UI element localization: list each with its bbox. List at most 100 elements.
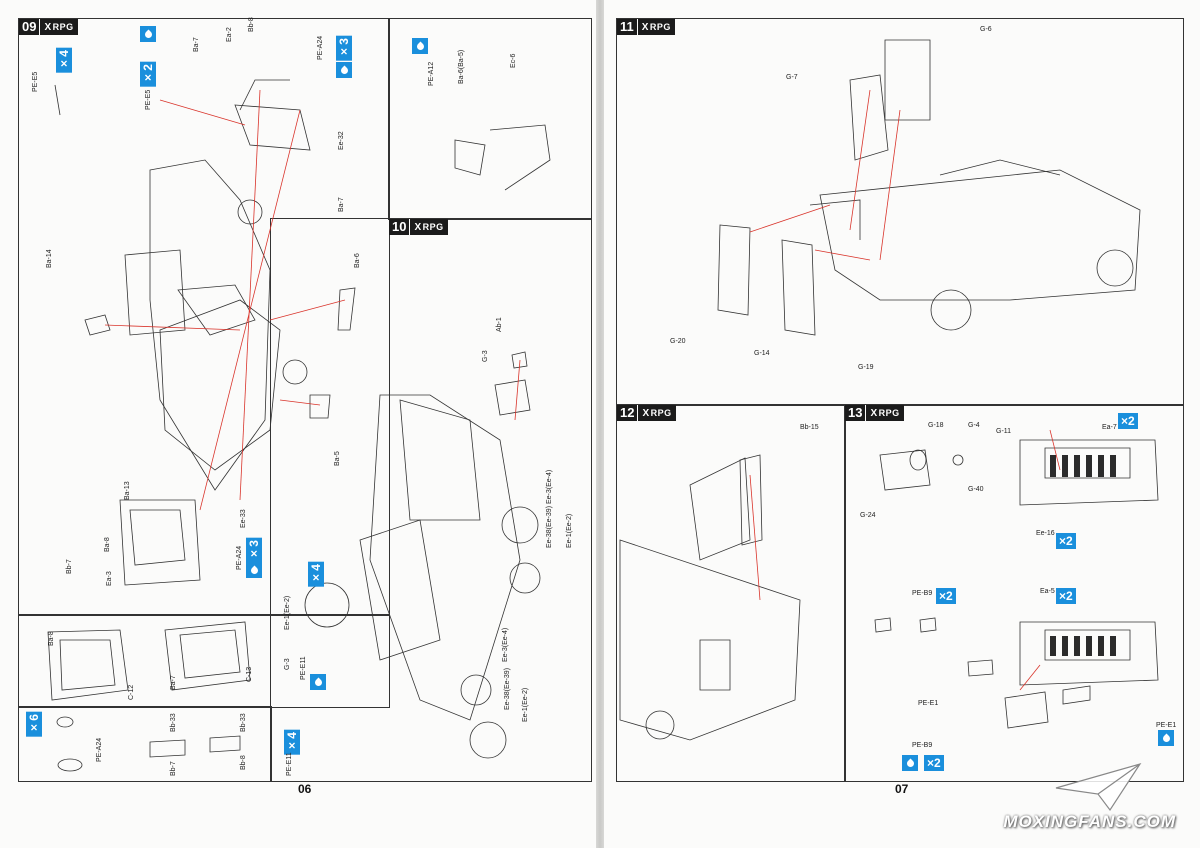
quantity-badge: ×6: [26, 712, 42, 737]
part-label: Bb-7: [66, 559, 73, 574]
quantity-badge: ×4: [284, 730, 300, 755]
step-13-header: 13 XRPG: [845, 405, 904, 421]
part-label: Ee-3(Ee-4): [502, 627, 509, 662]
part-label: Bb-8: [248, 17, 255, 32]
part-label: G-40: [968, 486, 984, 493]
part-label: Bb-7: [170, 761, 177, 776]
step-number: 13: [845, 405, 866, 421]
part-label: PE-E5: [145, 89, 152, 110]
part-label: PE-A24: [96, 737, 103, 762]
brand-logo: XRPG: [39, 19, 78, 35]
brand-logo: XRPG: [865, 405, 904, 421]
glue-icon: [246, 562, 262, 578]
part-label: Ba-7: [170, 675, 177, 690]
step-09-header: 09 XRPG: [19, 19, 78, 35]
glue-icon: [310, 674, 326, 690]
quantity-badge: ×2: [1118, 413, 1138, 429]
part-label: Ee-1(Ee-2): [566, 513, 573, 548]
quantity-badge: ×2: [140, 62, 156, 87]
part-label: Ee-38(Ee-39): [504, 667, 511, 710]
part-label: G-11: [996, 428, 1012, 435]
part-label: G-4: [968, 422, 980, 429]
step-number: 12: [617, 405, 638, 421]
glue-icon: [1158, 730, 1174, 746]
part-label: Ba-7: [338, 197, 345, 212]
part-label: Ea-3: [106, 571, 113, 586]
part-label: PE-A12: [428, 61, 435, 86]
part-label: C-12: [128, 684, 135, 700]
part-label: C-13: [246, 666, 253, 682]
part-label: PE-E5: [32, 71, 39, 92]
step-10-header: 10 XRPG: [389, 219, 448, 235]
part-label: Ee-1(Ee-2): [284, 595, 291, 630]
watermark: MOXINGFANS.COM: [1003, 812, 1176, 831]
quantity-badge: ×2: [936, 588, 956, 604]
brand-logo: XRPG: [636, 19, 675, 35]
page-number-right: 07: [895, 782, 909, 796]
step-09-frame: [18, 18, 390, 616]
part-label: Ee-16: [1036, 530, 1055, 537]
part-label: PE-A24: [236, 545, 243, 570]
part-label: Ba-6(Ba-5): [458, 49, 465, 84]
quantity-badge: ×2: [1056, 588, 1076, 604]
step-12-header: 12 XRPG: [617, 405, 676, 421]
part-label: Bb-15: [800, 424, 819, 431]
part-label: Ee-3(Ee-4): [546, 469, 553, 504]
part-label: Ea-5: [1040, 588, 1055, 595]
part-label: Ba-14: [46, 249, 53, 268]
part-label: Ab-1: [496, 317, 503, 332]
part-label: PE-E11: [300, 656, 307, 680]
part-label: Ba-6: [354, 253, 361, 268]
step-number: 09: [19, 19, 40, 35]
step-09b-frame: [18, 614, 390, 708]
part-label: G-3: [482, 350, 489, 362]
part-label: Ea-7: [1102, 424, 1117, 431]
part-label: G-20: [670, 338, 686, 345]
part-label: Ba-8: [104, 537, 111, 552]
part-label: PE-A24: [317, 35, 324, 60]
page-gutter: [596, 0, 604, 848]
quantity-badge: ×3: [246, 538, 262, 563]
part-label: G-14: [754, 350, 770, 357]
part-label: G-19: [858, 364, 874, 371]
step-09c-frame: [18, 706, 272, 782]
part-label: Ba-8: [48, 631, 55, 646]
part-label: Ee-1(Ee-2): [522, 687, 529, 722]
part-label: Bb-33: [240, 713, 247, 732]
part-label: Ba-13: [124, 481, 131, 500]
part-label: G-6: [980, 26, 992, 33]
glue-icon: [902, 755, 918, 771]
glue-icon: [336, 62, 352, 78]
page-number-left: 06: [298, 782, 312, 796]
glue-icon: [412, 38, 428, 54]
part-label: Bb-33: [170, 713, 177, 732]
part-label: G-24: [860, 512, 876, 519]
part-label: G-3: [284, 658, 291, 670]
part-label: PE-E1: [1156, 722, 1177, 729]
step-13-frame: [844, 404, 1184, 782]
brand-logo: XRPG: [409, 219, 448, 235]
part-label: Ba-5: [334, 451, 341, 466]
part-label: PE-E11: [286, 752, 293, 776]
right-page: [602, 0, 1200, 848]
part-label: Ee-38(Ee-39): [546, 505, 553, 548]
step-10-frame: [270, 218, 592, 782]
step-extra-frame: [388, 18, 592, 220]
quantity-badge: ×4: [56, 48, 72, 73]
step-number: 11: [617, 19, 637, 35]
quantity-badge: ×2: [924, 755, 944, 771]
part-label: G-7: [786, 74, 798, 81]
part-label: PE-B9: [912, 590, 933, 597]
paper-plane-icon: [1055, 762, 1142, 812]
quantity-badge: ×4: [308, 562, 324, 587]
part-label: Ec-6: [510, 53, 517, 68]
part-label: Bb-8: [240, 755, 247, 770]
part-label: PE-E1: [918, 700, 939, 707]
part-label: Ea-2: [226, 27, 233, 42]
quantity-badge: ×2: [1056, 533, 1076, 549]
quantity-badge: ×3: [336, 36, 352, 61]
glue-icon: [140, 26, 156, 42]
part-label: Ee-33: [240, 509, 247, 528]
part-label: Ba-7: [193, 37, 200, 52]
